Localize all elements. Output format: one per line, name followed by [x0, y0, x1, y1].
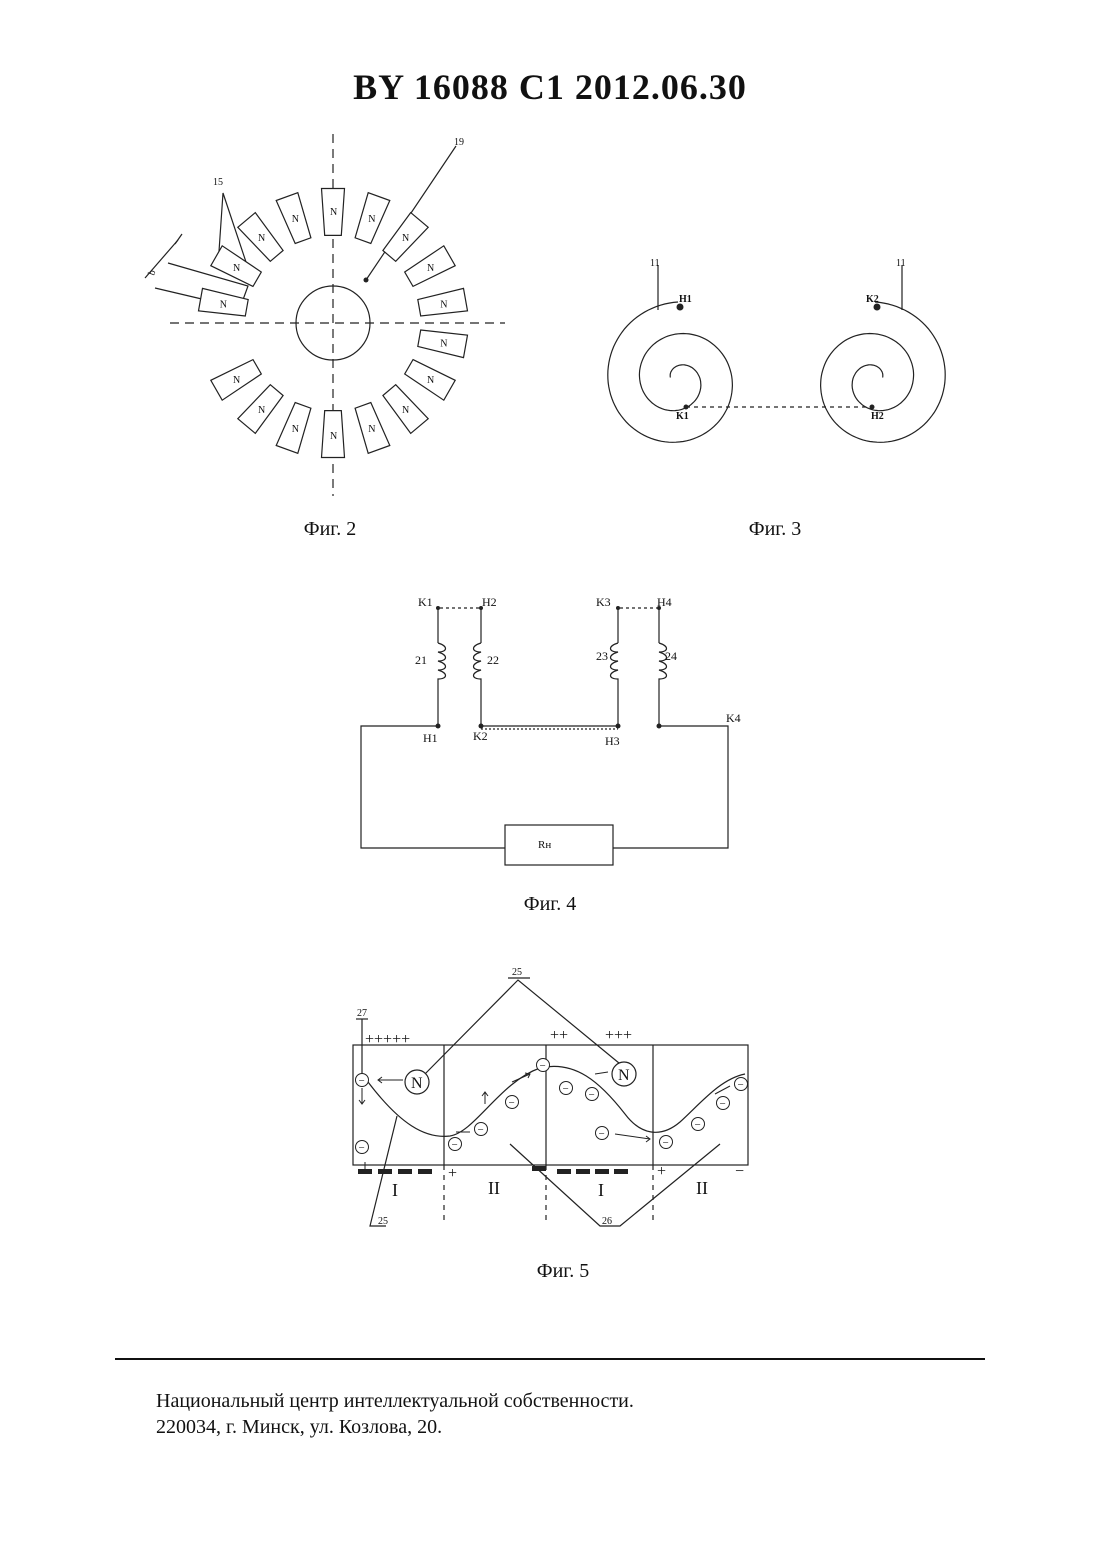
- fig2-caption: Фиг. 2: [250, 518, 410, 541]
- fig3-left-spiral: [608, 302, 733, 442]
- fig2-pole-label: N: [330, 431, 337, 442]
- fig5-plus-zone1: +: [448, 1165, 457, 1182]
- fig5-ref-27: 27: [357, 1008, 367, 1019]
- fig2-pole-label: N: [258, 233, 265, 244]
- patent-header: BY 16088 C1 2012.06.30: [0, 66, 1100, 108]
- fig4-label-h4: H4: [657, 595, 672, 609]
- fig4-label-k3: K3: [596, 595, 611, 609]
- fig5-ref-25-top: 25: [512, 967, 522, 978]
- fig2-pole-label: N: [440, 338, 447, 349]
- fig2-pole-label: N: [292, 424, 299, 435]
- fig5-frame: [353, 1045, 748, 1165]
- fig4-label-24: 24: [665, 649, 677, 663]
- fig4-label-h1: H1: [423, 731, 438, 745]
- fig5-electron-sign: −: [359, 1075, 365, 1087]
- fig4-label-k2: K2: [473, 729, 488, 743]
- fig5-electron-sign: −: [509, 1097, 515, 1109]
- fig4-label-h2: H2: [482, 595, 497, 609]
- footer-rule: [115, 1358, 985, 1360]
- fig2-pole-label: N: [330, 207, 337, 218]
- fig2-pole-label: N: [233, 375, 240, 386]
- fig5-electron-sign: −: [589, 1089, 595, 1101]
- fig2-rotor-diagram: NNNNNNNNNNNNNNNNN 15 19 b: [130, 128, 520, 498]
- fig4-label-k4: K4: [726, 711, 741, 725]
- fig4-label-23: 23: [596, 649, 608, 663]
- fig5-electron-flow: N N −−−−−−−−−−−−− +++++ ++ +++ + + − I I…: [340, 964, 760, 1239]
- fig2-pole-label: N: [233, 263, 240, 274]
- fig5-electron-sign: −: [452, 1139, 458, 1151]
- fig5-plus-left: +++++: [365, 1031, 410, 1048]
- footer-line-1: Национальный центр интеллектуальной собс…: [156, 1390, 634, 1413]
- fig5-electron-sign: −: [720, 1098, 726, 1110]
- fig2-pole-label: N: [220, 300, 227, 311]
- fig3-label-k1: K1: [676, 411, 689, 422]
- fig5-magnet-left-label: N: [411, 1075, 423, 1092]
- fig5-zone-ii-left: II: [488, 1178, 500, 1198]
- fig2-pole-label: N: [258, 405, 265, 416]
- fig5-electron-sign: −: [738, 1079, 744, 1091]
- fig2-pole-label: N: [368, 214, 375, 225]
- fig5-leader-26: [510, 1144, 720, 1226]
- fig3-ref-11-right: 11: [896, 258, 906, 269]
- fig5-zone-i-right: I: [598, 1180, 604, 1200]
- fig4-caption: Фиг. 4: [470, 893, 630, 916]
- fig4-label-h3: H3: [605, 734, 620, 748]
- fig5-plus-right: +++: [605, 1027, 632, 1044]
- fig5-magnet-right-label: N: [618, 1067, 630, 1084]
- fig4-label-k1: K1: [418, 595, 433, 609]
- fig5-plus-mid: ++: [550, 1027, 568, 1044]
- fig5-minus-end: −: [735, 1163, 744, 1180]
- fig5-electron-sign: −: [663, 1137, 669, 1149]
- fig3-caption: Фиг. 3: [695, 518, 855, 541]
- fig2-pole-label: N: [427, 263, 434, 274]
- fig4-coil-22: [474, 643, 482, 688]
- fig2-pole-label: N: [402, 233, 409, 244]
- fig4-circuit: K1 H2 K3 H4 21 22 23 24 H1 K2 H3 K4 Rн: [350, 588, 750, 873]
- fig2-ref-15: 15: [213, 177, 223, 188]
- fig3-label-h1: H1: [679, 294, 692, 305]
- fig5-ref-26: 26: [602, 1216, 612, 1227]
- fig3-spiral-coils: 11 11 H1 K2 K1 H2: [590, 250, 970, 500]
- fig5-electron-sign: −: [540, 1060, 546, 1072]
- fig4-label-21: 21: [415, 653, 427, 667]
- fig4-load-resistor: [505, 825, 613, 865]
- fig2-ref-19: 19: [454, 137, 464, 148]
- fig4-coil-21: [438, 643, 446, 688]
- fig2-pole-label: N: [368, 424, 375, 435]
- fig5-electron-sign: −: [478, 1124, 484, 1136]
- fig4-label-load: Rн: [538, 839, 551, 851]
- fig5-electron-sign: −: [695, 1119, 701, 1131]
- fig5-electron-sign: −: [563, 1083, 569, 1095]
- fig3-ref-11-left: 11: [650, 258, 660, 269]
- fig5-leader-25-top: [420, 980, 625, 1079]
- fig5-electron-sign: −: [359, 1142, 365, 1154]
- fig2-pole-label: N: [440, 300, 447, 311]
- fig2-pole-label: N: [427, 375, 434, 386]
- fig5-zone-i-left: I: [392, 1180, 398, 1200]
- fig3-label-k2: K2: [866, 294, 879, 305]
- fig5-caption: Фиг. 5: [483, 1260, 643, 1283]
- fig5-plus-zone3: +: [657, 1163, 666, 1180]
- fig5-zone-ii-right: II: [696, 1178, 708, 1198]
- fig5-electron-sign: −: [599, 1128, 605, 1140]
- fig3-label-h2: H2: [871, 411, 884, 422]
- fig4-coil-23: [611, 643, 619, 688]
- fig4-right-wire: [613, 726, 728, 848]
- footer-line-2: 220034, г. Минск, ул. Козлова, 20.: [156, 1416, 442, 1439]
- fig4-label-22: 22: [487, 653, 499, 667]
- fig2-pole-label: N: [292, 214, 299, 225]
- fig2-pole-label: N: [402, 405, 409, 416]
- fig5-ref-25-bottom: 25: [378, 1216, 388, 1227]
